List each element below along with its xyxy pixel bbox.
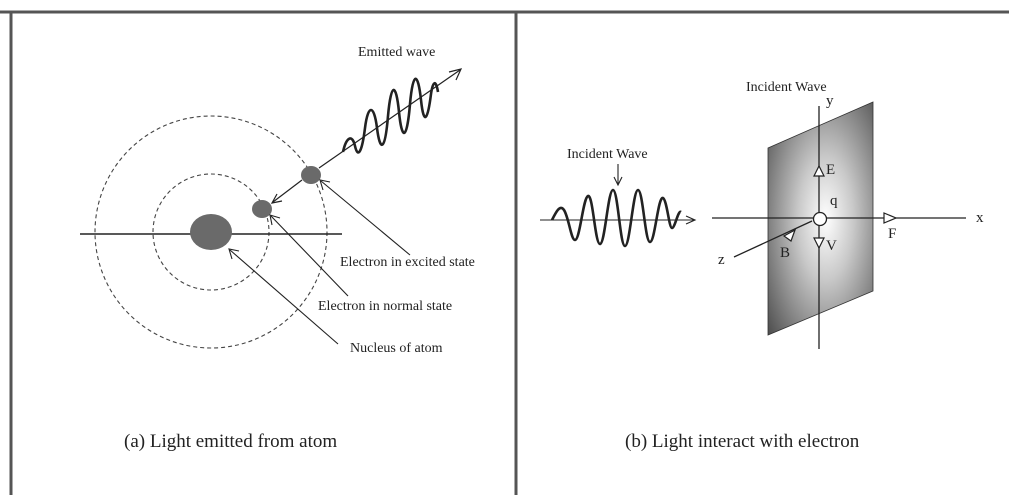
incident-wave-down-arrow-head [613,176,623,187]
caption-a: (a) Light emitted from atom [124,431,337,452]
frame [0,10,1009,495]
panel-a: Emitted wave Electron in excited state E… [80,45,475,452]
axis-x-label: x [976,210,984,226]
nucleus [190,214,232,250]
callout-nucleus-head [228,248,240,260]
incident-wave-zigzag [550,188,683,248]
outer-orbit [94,115,328,349]
transition-arrow-head [270,193,283,204]
vector-v-label: V [826,238,837,254]
nucleus-label: Nucleus of atom [350,341,443,356]
incident-wave-left-label: Incident Wave [567,147,648,162]
z-axis-line [733,220,813,258]
charge-q [812,211,828,227]
callout-excited-line [320,180,411,256]
charge-q-label: q [830,193,838,209]
axis-z-label: z [718,252,725,268]
callout-excited-head [319,179,331,191]
caption-b: (b) Light interact with electron [625,431,860,452]
vector-e-arrow [813,164,825,177]
transition-arrow-line [272,179,303,203]
emitted-wave-arrow-head [448,68,463,81]
callout-nucleus-line [229,249,339,345]
vector-b-arrow [782,228,797,242]
electron-excited [301,166,321,184]
vector-f-arrow [883,212,898,224]
vector-b-label: B [780,245,790,261]
normal-electron-label: Electron in normal state [318,299,452,314]
callout-normal-head [269,214,281,226]
incident-wave-direction-head [685,215,697,225]
excited-electron-label: Electron in excited state [340,255,475,270]
incident-wave-top-label: Incident Wave [746,80,827,95]
callout-normal-line [270,215,349,297]
vector-e-label: E [826,162,835,178]
axis-y-label: y [826,93,834,109]
vector-f-label: F [888,226,896,242]
emitted-wave-label: Emitted wave [358,45,435,60]
panel-b: Incident Wave Incident Wave y x z [540,80,984,452]
electron-normal [252,200,272,218]
inner-orbit [152,173,270,291]
emitted-wave-direction-line [318,69,461,169]
emitted-wave-zigzag [341,77,440,154]
vector-v-arrow [813,237,825,250]
